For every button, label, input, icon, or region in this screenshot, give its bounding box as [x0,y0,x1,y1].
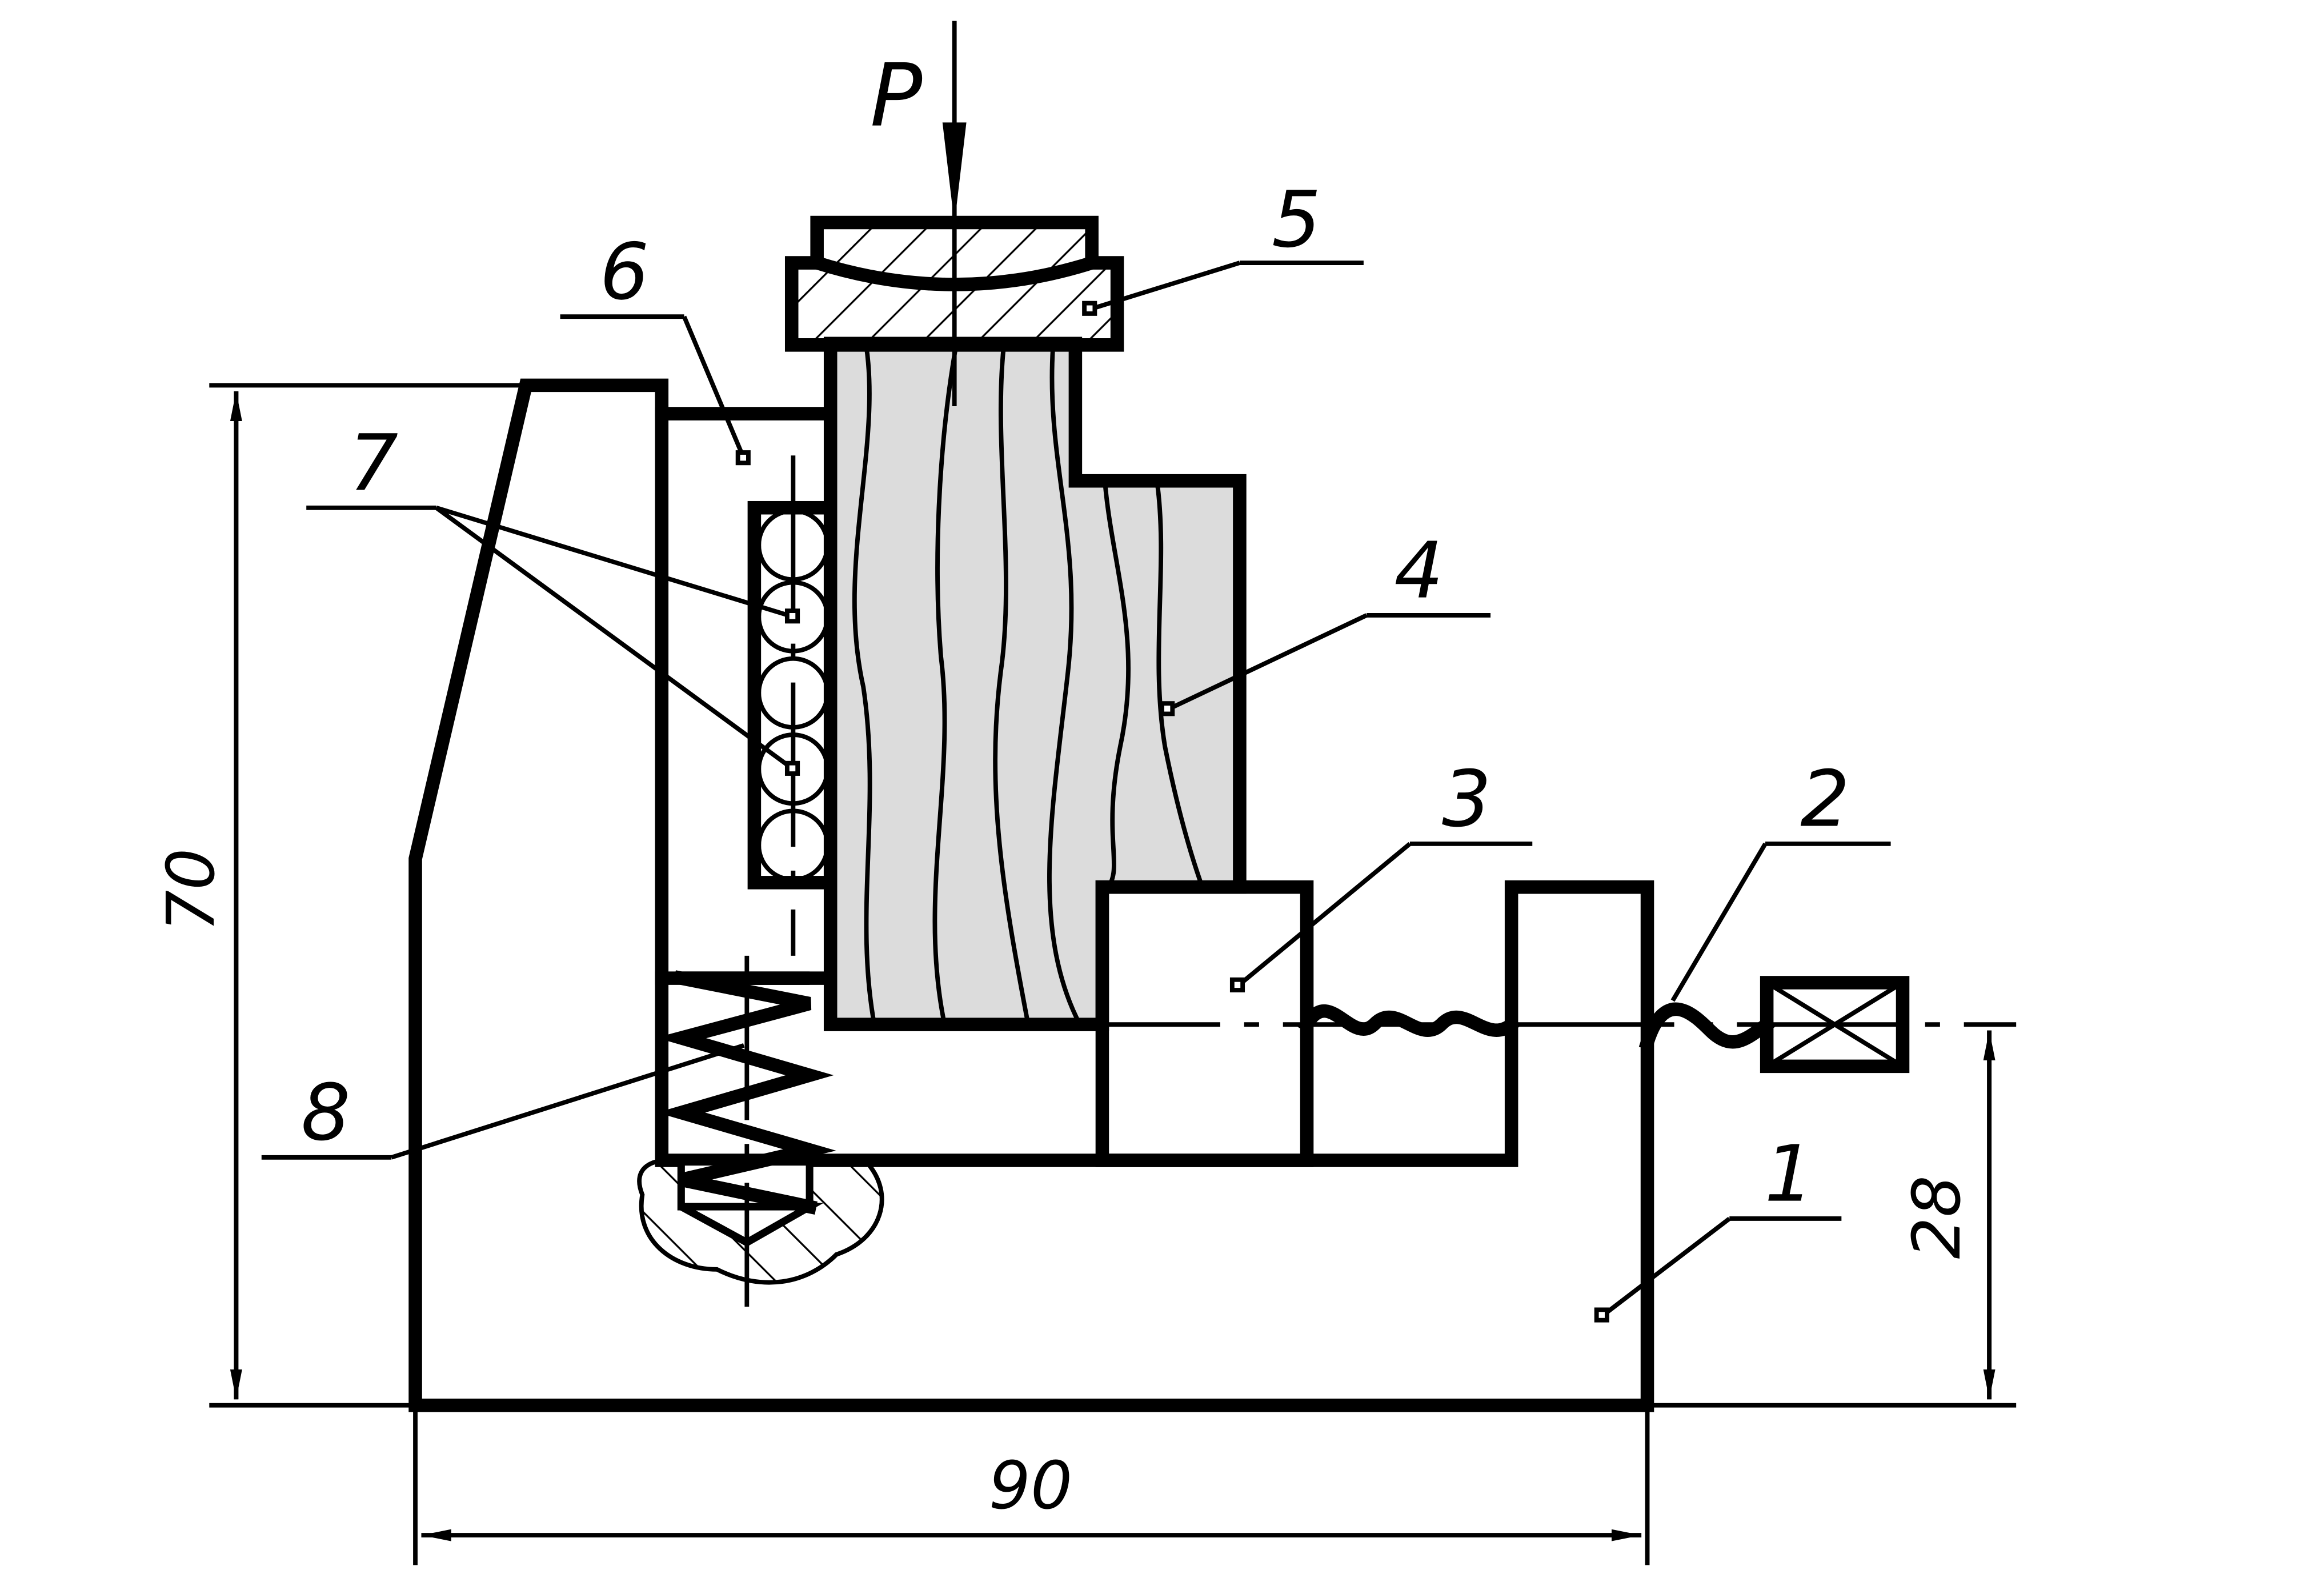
dimension-label-28: 28 [1899,1175,1976,1259]
label-part-4: 4 [1394,526,1443,616]
leader-3: 3 [1229,755,1533,992]
leader-6: 6 [560,227,751,466]
workpiece-part-4 [823,337,1247,1031]
dimension-width-90: 90 [413,1405,1650,1565]
label-part-2: 2 [1800,755,1849,845]
force-arrow [942,21,967,406]
label-force-p: P [870,45,923,146]
label-part-7: 7 [349,418,398,508]
label-part-6: 6 [600,227,649,318]
dimension-height-28: 28 [1647,1030,2017,1408]
spring-part-8 [637,955,884,1307]
leader-2: 2 [1670,755,1891,1002]
label-part-1: 1 [1765,1130,1814,1220]
label-part-5: 5 [1272,175,1321,265]
leader-1: 1 [1594,1130,1842,1323]
leader-7: 7 [306,418,800,776]
leader-4: 4 [1160,526,1491,716]
dimension-label-70: 70 [153,848,230,932]
leader-8: 8 [261,1043,745,1160]
label-part-8: 8 [301,1068,350,1158]
dimension-height-70: 70 [153,383,523,1408]
dimension-label-90: 90 [989,1448,1072,1524]
roller-cage-part-6 [747,455,838,956]
leader-5: 5 [1082,175,1364,316]
label-part-3: 3 [1442,755,1491,845]
